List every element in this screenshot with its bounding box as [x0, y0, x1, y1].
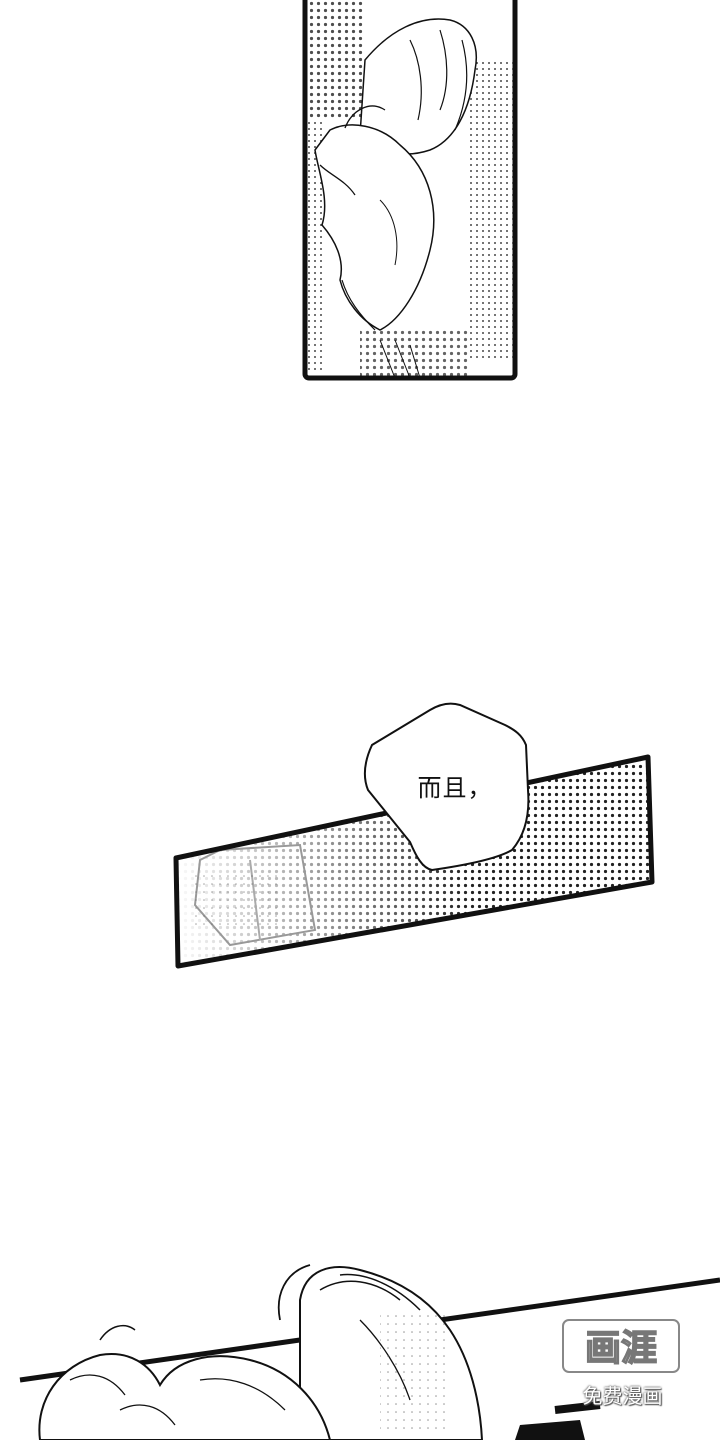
watermark-subtitle: 免费漫画 — [582, 1384, 663, 1408]
bottom-panel-characters — [19, 1264, 720, 1440]
speech-bubble-text: 而且， — [417, 774, 493, 802]
watermark: 画涯 免费漫画 — [555, 1318, 690, 1418]
watermark-logo: 画涯 — [562, 1319, 680, 1373]
top-panel-hands — [302, 0, 518, 381]
watermark-logo-text: 画涯 — [585, 1328, 657, 1369]
speech-bubble — [363, 702, 530, 872]
